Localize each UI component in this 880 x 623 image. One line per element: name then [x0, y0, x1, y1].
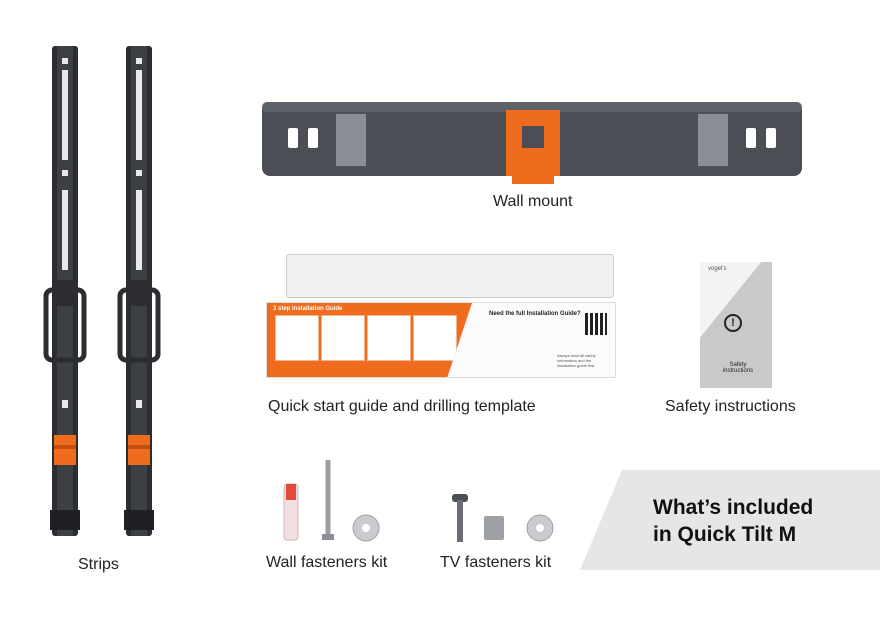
drilling-template [286, 254, 614, 298]
guide-right-title: Need the full Installation Guide? [489, 311, 581, 317]
strips-caption: Strips [78, 556, 119, 573]
tv-fasteners-illustration [452, 494, 554, 542]
wall-mount-caption: Wall mount [493, 193, 573, 210]
headline-panel [580, 470, 880, 570]
guide-step [413, 315, 457, 361]
wall-fasteners-illustration [283, 460, 380, 542]
guide-title: 3 step installation Guide [273, 306, 343, 312]
strips-illustration [43, 46, 161, 536]
strip-right [117, 46, 161, 536]
safety-caption: Safety instructions [665, 398, 796, 415]
wall-kit-caption: Wall fasteners kit [266, 554, 388, 571]
guide-panel: 3 step installation Guide Need the full … [266, 302, 616, 378]
warning-icon: ! [724, 314, 742, 332]
strip-left [43, 46, 87, 536]
quick-start-guide-illustration: 3 step installation Guide Need the full … [266, 254, 616, 378]
headline: What’s included in Quick Tilt M [653, 494, 813, 548]
guide-caption: Quick start guide and drilling template [268, 398, 536, 415]
qr-code-icon [585, 313, 607, 335]
guide-step [367, 315, 411, 361]
wall-mount-illustration [262, 102, 802, 184]
vogels-logo: vogel's [708, 266, 727, 272]
guide-step [321, 315, 365, 361]
safety-sheet-illustration: vogel's ! Safety instructions [700, 262, 772, 388]
headline-line-2: in Quick Tilt M [653, 523, 797, 546]
guide-step [275, 315, 319, 361]
guide-steps-area: 3 step installation Guide [267, 303, 472, 377]
guide-note: Always read all safety information and t… [557, 353, 596, 368]
headline-line-1: What’s included [653, 496, 814, 519]
safety-sheet-text: Safety instructions [722, 362, 754, 374]
tv-kit-caption: TV fasteners kit [440, 554, 552, 571]
